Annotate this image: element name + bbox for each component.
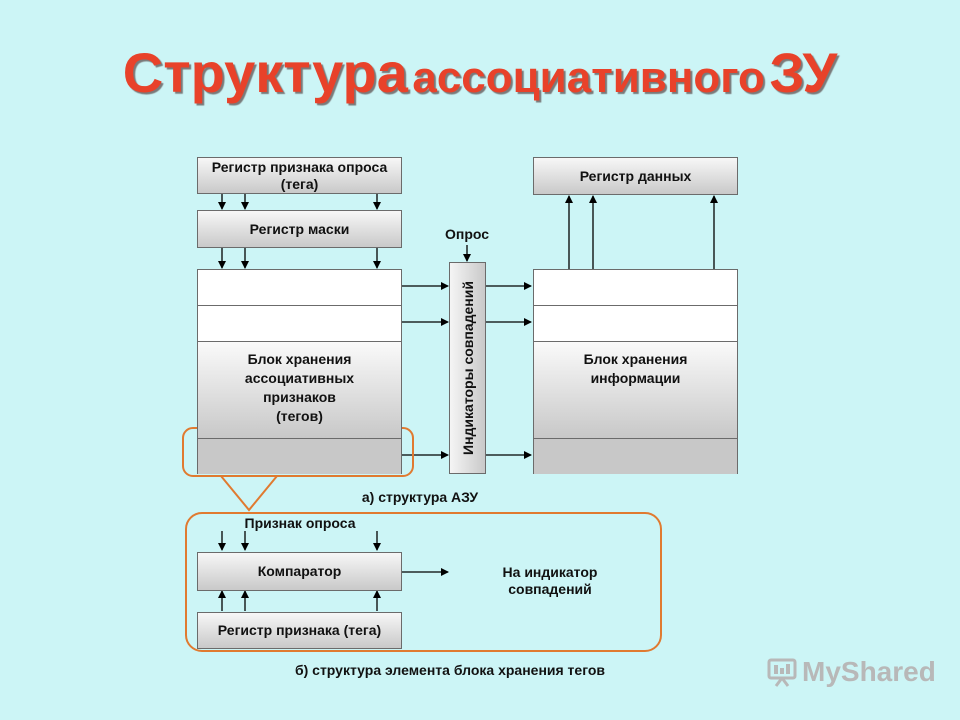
- info-storage-body: [534, 342, 737, 438]
- tag-storage-body: [198, 342, 401, 438]
- title-word-3: ЗУ: [769, 41, 838, 104]
- logo-text: MyShared: [802, 656, 936, 687]
- tag-register: Регистр признака (тега): [197, 612, 402, 649]
- title-word-2: ассоциативного: [412, 53, 765, 102]
- info-storage-block: Блок хранения информации: [533, 269, 738, 474]
- match-indicators-label: Индикаторы совпадений: [459, 281, 476, 455]
- caption-b: б) структура элемента блока хранения тег…: [294, 662, 606, 678]
- highlight-detail: [185, 512, 662, 652]
- tag-storage-row-1: [198, 270, 401, 306]
- comparator: Компаратор: [197, 552, 402, 591]
- mask-register: Регистр маски: [197, 210, 402, 248]
- query-sign-label: Признак опроса: [244, 515, 356, 531]
- caption-a: а) структура АЗУ: [361, 489, 479, 505]
- info-storage-row-n: [534, 438, 737, 474]
- tag-storage-label: Блок хранения ассоциативных признаков (т…: [244, 351, 355, 424]
- slide-title: Структура ассоциативного ЗУ: [0, 40, 960, 105]
- match-indicators: Индикаторы совпадений: [449, 262, 486, 474]
- presentation-icon: [767, 658, 797, 687]
- tag-query-register: Регистр признака опроса (тега): [197, 157, 402, 194]
- info-storage-label: Блок хранения информации: [583, 351, 688, 386]
- query-label: Опрос: [444, 226, 490, 242]
- tag-storage-row-2: [198, 306, 401, 342]
- data-register: Регистр данных: [533, 157, 738, 195]
- tag-storage-block: Блок хранения ассоциативных признаков (т…: [197, 269, 402, 474]
- myshared-logo: MyShared: [766, 656, 936, 688]
- to-indicator-label: На индикатор совпадений: [502, 564, 598, 597]
- callout-pointer: [220, 475, 278, 512]
- info-storage-row-2: [534, 306, 737, 342]
- title-word-1: Структура: [122, 41, 408, 104]
- tag-storage-row-n: [198, 438, 401, 474]
- info-storage-row-1: [534, 270, 737, 306]
